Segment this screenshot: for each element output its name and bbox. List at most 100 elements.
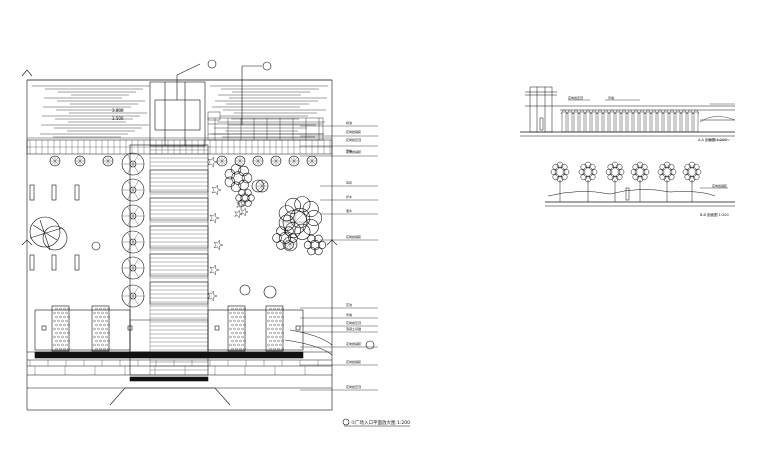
tree-branch <box>257 181 263 187</box>
hedge-top <box>638 109 646 115</box>
planter-texture <box>235 347 238 351</box>
planter <box>227 305 246 352</box>
site-curve <box>289 329 333 346</box>
hedge-column <box>675 111 681 133</box>
planter-texture <box>241 343 244 347</box>
planter-texture <box>271 327 274 331</box>
hedge-column <box>627 111 633 133</box>
planter-texture <box>65 311 68 315</box>
section-roof <box>699 116 736 123</box>
planter-texture <box>277 307 280 311</box>
tree-branch <box>289 238 296 245</box>
planter-texture <box>55 323 58 327</box>
tree-foliage <box>562 168 570 176</box>
planter-texture <box>57 343 60 347</box>
plan-callout-text: 灌木 <box>346 208 352 213</box>
plan-callout-text: 树池 <box>346 120 352 125</box>
planter-texture <box>281 339 284 343</box>
callout-bubble <box>342 418 350 426</box>
hedge-column <box>681 111 687 133</box>
planter-texture <box>229 319 232 323</box>
small-tree <box>270 155 282 167</box>
hedge-top <box>602 109 610 115</box>
planter-texture <box>269 307 272 311</box>
shrub-lobe <box>305 210 322 227</box>
shrub-core <box>240 193 250 203</box>
planter-outline <box>91 305 110 352</box>
planter-texture <box>57 319 60 323</box>
hedge-column <box>645 111 651 133</box>
callout-bubble <box>365 340 375 350</box>
pergola-frame <box>207 111 324 141</box>
entrance-tower <box>149 81 206 147</box>
planter-texture <box>63 347 66 351</box>
planter-texture <box>63 323 66 327</box>
planter-texture <box>97 311 100 315</box>
planter-texture <box>53 311 56 315</box>
tree-foliage <box>611 175 619 183</box>
planter-texture <box>59 323 62 327</box>
planter-texture <box>55 307 58 311</box>
pergola-block <box>207 111 221 121</box>
edge-ticks <box>29 360 319 375</box>
tree-pit-core <box>129 292 137 300</box>
planter-texture <box>103 323 106 327</box>
shrub <box>213 239 224 251</box>
callout-bubble <box>239 284 251 296</box>
planter-texture <box>53 327 56 331</box>
planter-texture <box>67 307 70 311</box>
planter-texture <box>95 347 98 351</box>
shrub-lobe <box>314 246 323 256</box>
hedge-column <box>669 111 675 133</box>
planter-texture <box>99 347 102 351</box>
shrub-core <box>279 232 291 244</box>
planter-texture <box>275 311 278 315</box>
planter-texture <box>275 335 278 339</box>
callout-bubble <box>251 179 265 193</box>
tree-pit <box>121 256 145 280</box>
bench <box>74 254 80 271</box>
tree-pit-spoke <box>132 163 139 174</box>
plan-callout-text: 花岗岩铺装 <box>346 129 361 134</box>
tree-foliage-core <box>634 166 646 178</box>
planter-texture <box>93 319 96 323</box>
planter-texture <box>59 339 62 343</box>
planter-texture <box>95 307 98 311</box>
planter-texture <box>273 315 276 319</box>
bench <box>29 254 35 271</box>
shrub-lobe <box>294 196 311 213</box>
shrub-lobe <box>276 226 286 236</box>
planter-texture <box>267 319 270 323</box>
tree-row <box>550 161 702 202</box>
planter-texture <box>97 319 100 323</box>
tree-branch <box>284 238 291 245</box>
figure <box>539 117 544 131</box>
section-callout: 花岗岩铺装 <box>712 183 727 188</box>
planter-texture <box>67 315 70 319</box>
tree-foliage <box>636 161 644 169</box>
planter-texture <box>101 335 104 339</box>
shrub-cluster <box>303 234 327 256</box>
tree-foliage <box>663 175 671 183</box>
central-stair <box>129 144 209 376</box>
hedge-top <box>590 109 598 115</box>
planter-texture <box>229 311 232 315</box>
tree-pit-spoke <box>127 267 134 278</box>
planter-texture <box>63 331 66 335</box>
axis-mark <box>21 69 33 77</box>
bench <box>29 184 35 201</box>
planter-texture <box>61 343 64 347</box>
planter-texture <box>105 343 108 347</box>
shrub-lobe <box>238 189 246 197</box>
tree-branch <box>294 213 304 223</box>
wall-right <box>207 309 304 351</box>
tree-branch <box>76 157 84 165</box>
tree-pit-spoke <box>127 163 134 174</box>
tree-pit-spoke <box>132 189 139 200</box>
shrub-lobe <box>230 163 242 175</box>
tree-pit <box>121 178 145 202</box>
shrub-mass <box>224 163 327 256</box>
planter-texture <box>65 327 68 331</box>
tree-branch <box>308 157 316 165</box>
tree-branch <box>290 157 298 165</box>
